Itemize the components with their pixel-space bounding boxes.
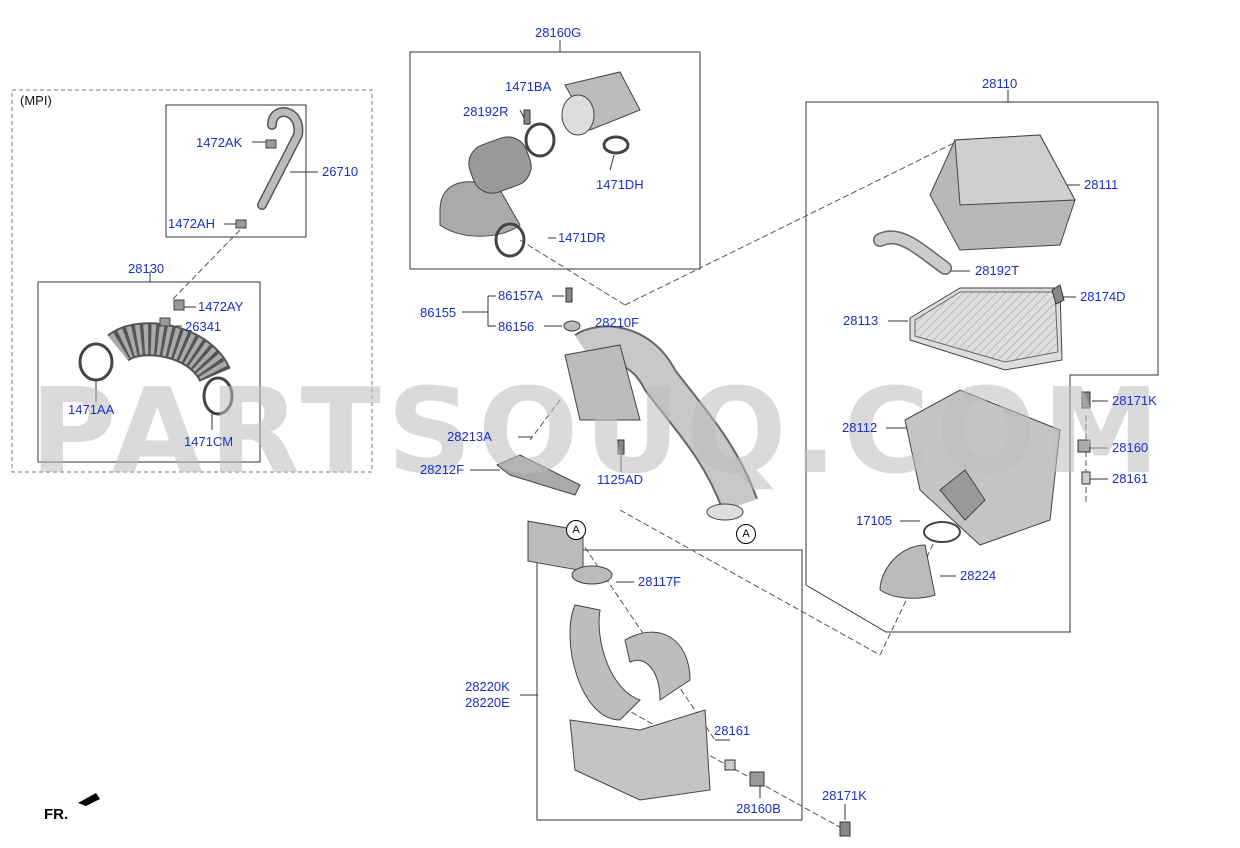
box-28220K bbox=[536, 549, 803, 821]
box-28160G bbox=[409, 51, 701, 270]
part-28112[interactable]: 28112 bbox=[842, 420, 878, 435]
front-arrow-icon bbox=[78, 793, 100, 806]
part-86157A[interactable]: 86157A bbox=[498, 288, 543, 303]
part-1471DH[interactable]: 1471DH bbox=[596, 177, 644, 192]
ref-marker-a-duct: A bbox=[736, 524, 756, 544]
part-28160B[interactable]: 28160B bbox=[736, 801, 781, 816]
part-1471CM[interactable]: 1471CM bbox=[184, 434, 234, 449]
part-1472AH[interactable]: 1472AH bbox=[168, 216, 215, 231]
part-28117F[interactable]: 28117F bbox=[638, 574, 682, 589]
part-28111[interactable]: 28111 bbox=[1084, 177, 1119, 192]
part-28160G[interactable]: 28160G bbox=[535, 25, 582, 40]
part-28171K-lower[interactable]: 28171K bbox=[822, 788, 867, 803]
part-28220K[interactable]: 28220K bbox=[465, 679, 510, 694]
mpi-boundary bbox=[11, 89, 373, 473]
part-28160[interactable]: 28160 bbox=[1112, 440, 1149, 455]
part-26341[interactable]: 26341 bbox=[185, 319, 222, 334]
resonator-28220K bbox=[569, 565, 851, 837]
ref-marker-a-resonator: A bbox=[566, 520, 586, 540]
box-28130 bbox=[37, 281, 261, 463]
part-86156[interactable]: 86156 bbox=[498, 319, 535, 334]
part-28213A[interactable]: 28213A bbox=[447, 429, 492, 444]
box-28110 bbox=[805, 101, 1159, 633]
front-direction-label: FR. bbox=[44, 806, 69, 823]
part-28161-lower[interactable]: 28161 bbox=[714, 723, 751, 738]
part-1471AA[interactable]: 1471AA bbox=[68, 402, 115, 417]
intake-hose-28130 bbox=[78, 299, 234, 416]
part-28212F[interactable]: 28212F bbox=[420, 462, 465, 477]
resonator-group-28160G bbox=[439, 71, 641, 258]
variant-label: (MPI) bbox=[20, 93, 52, 108]
part-28174D[interactable]: 28174D bbox=[1080, 289, 1126, 304]
part-28210F[interactable]: 28210F bbox=[595, 315, 640, 330]
part-28192R[interactable]: 28192R bbox=[463, 104, 509, 119]
part-28224[interactable]: 28224 bbox=[960, 568, 997, 583]
part-28192T[interactable]: 28192T bbox=[975, 263, 1020, 278]
part-1471BA[interactable]: 1471BA bbox=[505, 79, 552, 94]
part-28220E[interactable]: 28220E bbox=[465, 695, 510, 710]
part-28161-upper[interactable]: 28161 bbox=[1112, 471, 1149, 486]
part-28110[interactable]: 28110 bbox=[982, 76, 1018, 91]
hose-26710 bbox=[235, 107, 304, 229]
part-86155[interactable]: 86155 bbox=[420, 305, 457, 320]
air-cleaner-28110 bbox=[873, 134, 1091, 599]
part-28130[interactable]: 28130 bbox=[128, 261, 165, 276]
part-28171K-upper[interactable]: 28171K bbox=[1112, 393, 1157, 408]
part-17105[interactable]: 17105 bbox=[856, 513, 893, 528]
box-26710 bbox=[165, 104, 307, 238]
part-28113[interactable]: 28113 bbox=[843, 313, 879, 328]
part-26710[interactable]: 26710 bbox=[322, 164, 359, 179]
part-1472AY[interactable]: 1472AY bbox=[198, 299, 244, 314]
part-1125AD[interactable]: 1125AD bbox=[597, 472, 644, 487]
air-duct-28210F bbox=[496, 287, 758, 572]
part-1472AK[interactable]: 1472AK bbox=[196, 135, 243, 150]
part-1471DR[interactable]: 1471DR bbox=[558, 230, 606, 245]
